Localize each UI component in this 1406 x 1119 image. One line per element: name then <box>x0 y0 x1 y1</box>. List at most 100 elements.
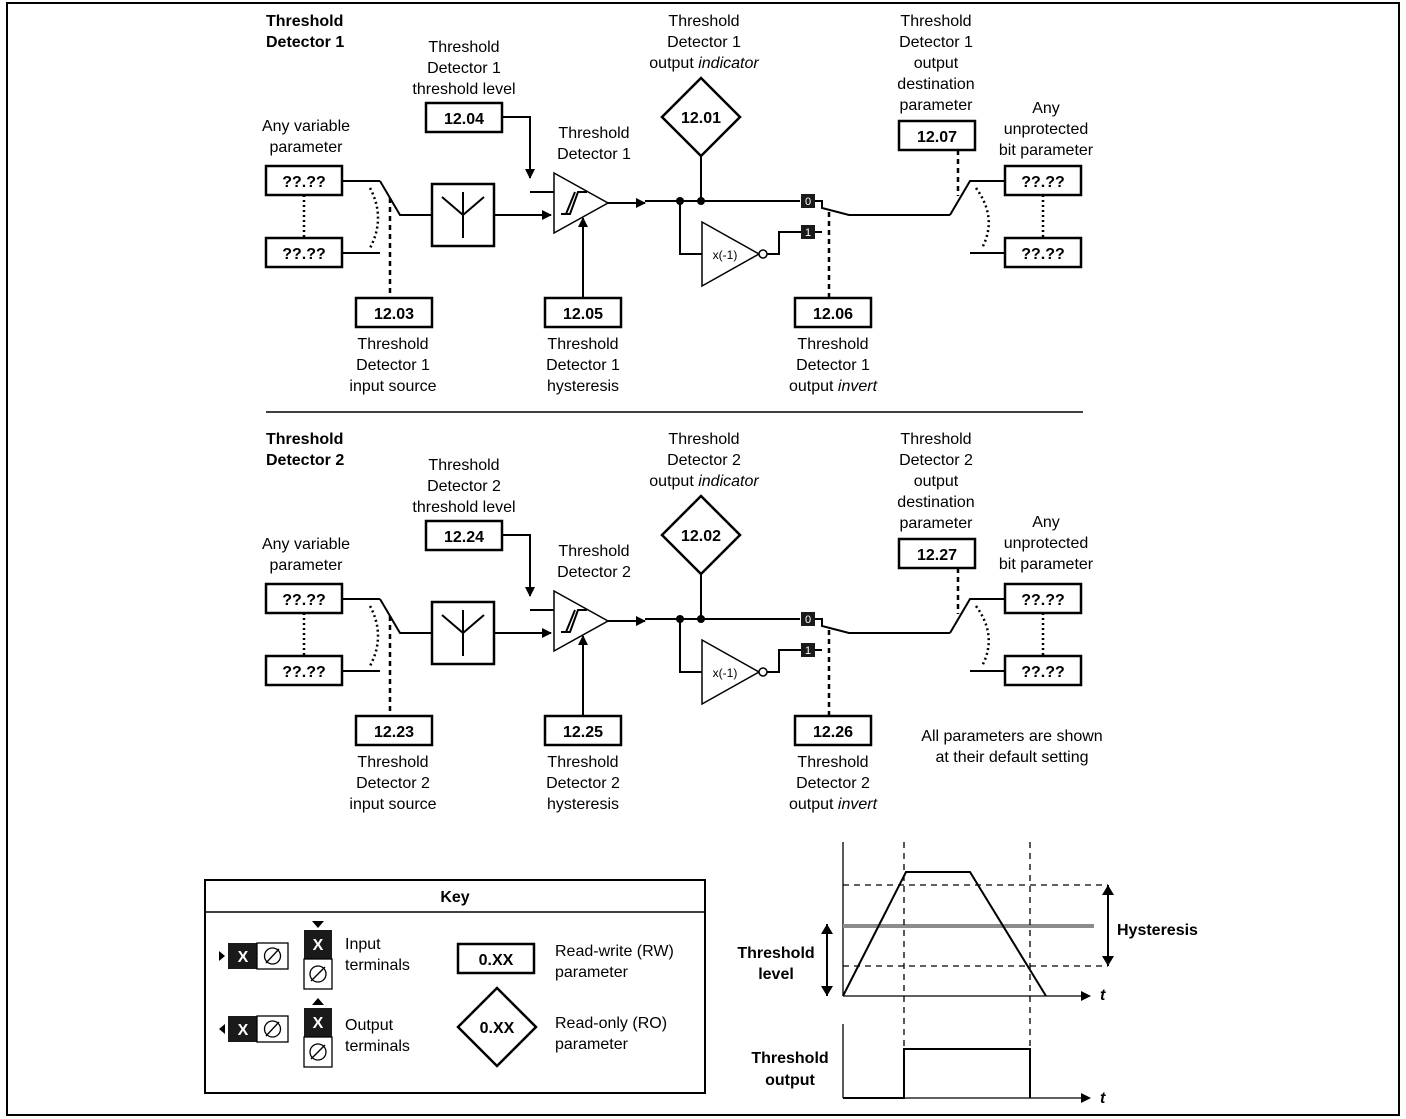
dest-label: parameter <box>900 97 974 114</box>
t-axis-label: t <box>1100 987 1106 1004</box>
detector-1-section: Threshold Detector 1 Threshold Detector … <box>262 13 1094 395</box>
rw-parameter-box[interactable] <box>543 714 623 747</box>
level-param: 12.04 <box>444 111 484 128</box>
threshold-level-label: level <box>758 966 794 983</box>
dimension-arrow-icon <box>1102 885 1114 895</box>
terminal-x-label: X <box>238 949 249 966</box>
rw-description: Read-write (RW) <box>555 943 674 960</box>
output-label: bit parameter <box>999 142 1094 159</box>
source-label: Detector 1 <box>356 357 430 374</box>
input-param-box[interactable] <box>264 582 344 615</box>
block-label: Detector 1 <box>557 146 631 163</box>
inverter-label: x(-1) <box>713 666 738 680</box>
output-selector <box>949 598 1005 634</box>
rw-sample-box <box>456 942 536 975</box>
rw-parameter-box[interactable] <box>424 101 504 134</box>
rw-description: parameter <box>555 964 629 981</box>
output-param-box[interactable] <box>1003 654 1083 687</box>
input-label: Any variable <box>262 536 350 553</box>
output-pulse-trace <box>843 1048 1031 1099</box>
indicator-label: output indicator <box>649 55 759 72</box>
invert-wire <box>767 231 801 255</box>
switch-terminal-1 <box>801 225 815 239</box>
filter-symbol <box>441 610 485 656</box>
dest-label: destination <box>897 76 974 93</box>
indicator-label: Detector 2 <box>667 452 741 469</box>
comparator-triangle <box>553 589 610 653</box>
switch-lever <box>815 618 950 634</box>
output-param: ??.?? <box>1021 174 1065 191</box>
switch-lever <box>815 200 950 216</box>
invert-label: Detector 2 <box>796 775 870 792</box>
rw-parameter-box[interactable] <box>897 537 977 570</box>
dest-label: destination <box>897 494 974 511</box>
output-param-box[interactable] <box>1003 164 1083 197</box>
level-label: Threshold <box>428 457 499 474</box>
dest-label: Detector 2 <box>899 452 973 469</box>
output-param: ??.?? <box>1021 664 1065 681</box>
input-label: parameter <box>270 139 344 156</box>
invert-branch <box>679 201 702 255</box>
terminal-x-cell <box>304 1008 332 1037</box>
source-label: Detector 2 <box>356 775 430 792</box>
rw-parameter-box[interactable] <box>354 296 434 329</box>
terminal-slot-icon <box>309 1043 327 1061</box>
dest-label: Threshold <box>900 431 971 448</box>
output-param-box[interactable] <box>1003 582 1083 615</box>
source-label: input source <box>349 796 436 813</box>
level-label: Threshold <box>428 39 499 56</box>
input-param-box[interactable] <box>264 236 344 269</box>
terminal-x-cell <box>228 1016 257 1042</box>
rw-parameter-box[interactable] <box>897 119 977 152</box>
level-param: 12.24 <box>444 529 484 546</box>
rw-sample-label: 0.XX <box>479 952 514 969</box>
output-terminals-label: terminals <box>345 1038 410 1055</box>
detector-title: Threshold <box>266 13 343 30</box>
invert-label: Threshold <box>797 336 868 353</box>
input-arrow-icon <box>312 921 324 928</box>
switch-terminal-0 <box>801 194 815 208</box>
hysteresis-symbol <box>561 609 587 633</box>
rw-parameter-box[interactable] <box>793 714 873 747</box>
indicator-label: output indicator <box>649 473 759 490</box>
switch-0-label: 0 <box>805 196 811 208</box>
ro-description: parameter <box>555 1036 629 1053</box>
terminal-slot-icon <box>263 947 282 965</box>
switch-terminal-0 <box>801 612 815 626</box>
output-label: unprotected <box>1004 121 1089 138</box>
output-label: bit parameter <box>999 556 1094 573</box>
hyst-param: 12.05 <box>563 306 603 323</box>
indicator-param: 12.02 <box>681 528 721 545</box>
input-param: ??.?? <box>282 174 326 191</box>
ro-sample-label: 0.XX <box>480 1020 515 1037</box>
input-param-box[interactable] <box>264 164 344 197</box>
inverter-triangle <box>701 638 761 706</box>
output-terminals-label: Output <box>345 1017 394 1034</box>
source-label: input source <box>349 378 436 395</box>
invert-label: output invert <box>789 796 878 813</box>
output-selector-arc <box>974 605 990 667</box>
threshold-output-label: Threshold <box>751 1050 828 1067</box>
inverter-bubble <box>758 667 768 677</box>
indicator-label: Threshold <box>668 431 739 448</box>
switch-terminal-1 <box>801 643 815 657</box>
source-label: Threshold <box>357 754 428 771</box>
rw-parameter-box[interactable] <box>793 296 873 329</box>
terminal-slot-icon <box>309 965 327 983</box>
switch-1-label: 1 <box>805 645 811 657</box>
output-param-box[interactable] <box>1003 236 1083 269</box>
input-label: parameter <box>270 557 344 574</box>
output-label: Any <box>1032 514 1060 531</box>
input-arrow-icon <box>219 951 225 961</box>
hyst-param: 12.25 <box>563 724 603 741</box>
rw-parameter-box[interactable] <box>354 714 434 747</box>
selector-arc <box>368 187 380 249</box>
source-param: 12.23 <box>374 724 414 741</box>
dest-label: output <box>914 473 959 490</box>
hyst-label: hysteresis <box>547 378 619 395</box>
rw-parameter-box[interactable] <box>424 519 504 552</box>
hyst-label: Detector 1 <box>546 357 620 374</box>
default-setting-note: at their default setting <box>936 749 1089 766</box>
terminal-x-label: X <box>238 1022 249 1039</box>
